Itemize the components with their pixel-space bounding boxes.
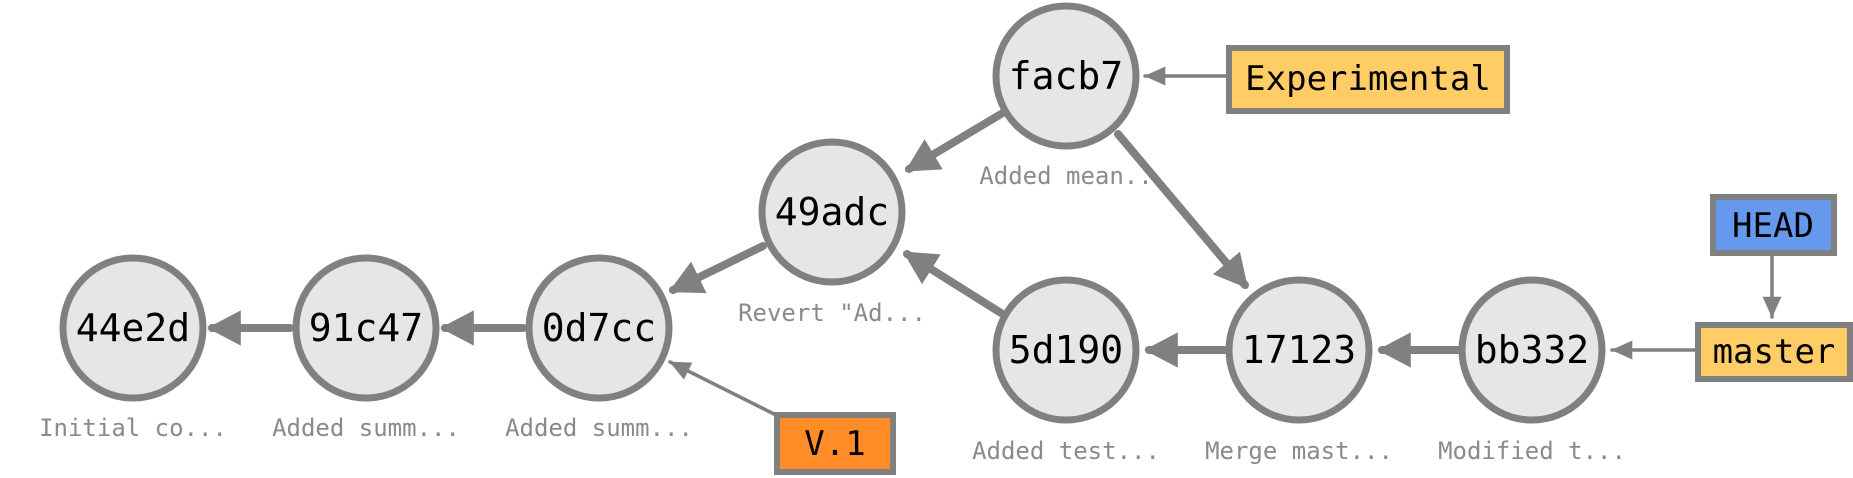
commit-message: Added test... bbox=[972, 437, 1160, 465]
branch-name: master bbox=[1713, 332, 1836, 372]
commit-hash: 44e2d bbox=[76, 306, 190, 350]
commit-message: Initial co... bbox=[39, 414, 227, 442]
commit-message: Added summ... bbox=[272, 414, 460, 442]
branch-name: Experimental bbox=[1245, 59, 1491, 99]
commit-node-5d190[interactable]: 5d190 Added test... bbox=[972, 276, 1160, 465]
tag-name: V.1 bbox=[804, 424, 865, 464]
edge-5d190-to-49adc bbox=[902, 250, 1005, 317]
edge-facb7-to-49adc bbox=[904, 110, 1005, 173]
commit-node-17123[interactable]: 17123 Merge mast... bbox=[1205, 276, 1393, 465]
edge-49adc-to-0d7cc bbox=[668, 242, 767, 294]
edge-tag-v1-ref bbox=[668, 360, 778, 417]
commit-node-49adc[interactable]: 49adc Revert "Ad... bbox=[738, 138, 926, 327]
commit-node-bb332[interactable]: bb332 Modified t... bbox=[1438, 276, 1626, 465]
tag-label-v1[interactable]: V.1 bbox=[774, 412, 896, 475]
commit-hash: bb332 bbox=[1475, 328, 1589, 372]
branch-label-experimental[interactable]: Experimental bbox=[1226, 45, 1510, 114]
commit-hash: 0d7cc bbox=[542, 306, 656, 350]
edge-17123-to-facb7 bbox=[1114, 130, 1249, 289]
branch-label-master[interactable]: master bbox=[1695, 322, 1853, 382]
head-name: HEAD bbox=[1732, 206, 1814, 246]
commit-hash: facb7 bbox=[1009, 54, 1123, 98]
commit-message: Merge mast... bbox=[1205, 437, 1393, 465]
commit-message: Added mean.. bbox=[979, 162, 1152, 190]
commit-node-0d7cc[interactable]: 0d7cc Added summ... bbox=[505, 254, 693, 442]
commit-message: Modified t... bbox=[1438, 437, 1626, 465]
commit-hash: 17123 bbox=[1242, 328, 1356, 372]
head-label[interactable]: HEAD bbox=[1710, 194, 1837, 256]
commit-hash: 5d190 bbox=[1009, 328, 1123, 372]
commit-message: Revert "Ad... bbox=[738, 299, 926, 327]
commit-node-44e2d[interactable]: 44e2d Initial co... bbox=[39, 254, 227, 442]
commit-message: Added summ... bbox=[505, 414, 693, 442]
commit-hash: 49adc bbox=[775, 190, 889, 234]
commit-node-91c47[interactable]: 91c47 Added summ... bbox=[272, 254, 460, 442]
commit-hash: 91c47 bbox=[309, 306, 423, 350]
commit-node-facb7[interactable]: facb7 Added mean.. bbox=[979, 2, 1153, 190]
